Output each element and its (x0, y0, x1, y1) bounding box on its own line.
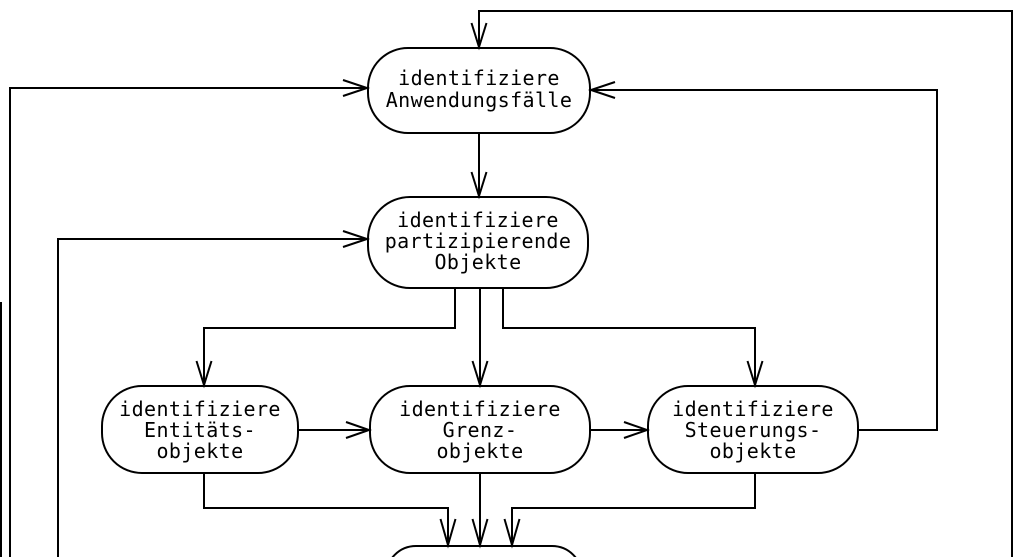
node-identify-use-cases: identifiziere Anwendungsfälle (367, 47, 591, 134)
node-label-line: objekte (436, 439, 523, 463)
node-label-line: Anwendungsfälle (386, 88, 573, 112)
edge-participating-to-boundary (471, 289, 489, 389)
edge-entity-to-bottom (203, 474, 457, 549)
node-label-line: Steuerungs- (685, 418, 822, 442)
node-label-line: Grenz- (443, 418, 518, 442)
node-label-line: Objekte (434, 250, 521, 274)
edge-entity-to-boundary (298, 421, 373, 439)
edge-left-outer-loop (9, 79, 371, 557)
node-identify-control-objects: identifiziere Steuerungs- objekte (647, 385, 859, 474)
node-label-line: objekte (156, 439, 243, 463)
edge-participating-to-control (502, 289, 764, 389)
node-label-line: identifiziere (398, 66, 560, 90)
node-label-line: identifiziere (672, 397, 834, 421)
node-label-line: Entitäts- (144, 418, 256, 442)
node-bottom-partial (391, 545, 577, 557)
edge-use-cases-to-participating (470, 134, 488, 200)
edge-control-to-use-cases (587, 81, 938, 431)
node-identify-boundary-objects: identifiziere Grenz- objekte (369, 385, 591, 474)
node-label-line: partizipierende (385, 229, 572, 253)
node-identify-entity-objects: identifiziere Entitäts- objekte (101, 385, 299, 474)
edge-boundary-to-control (591, 421, 651, 439)
node-label-line: identifiziere (119, 397, 281, 421)
edge-boundary-to-bottom (471, 474, 489, 549)
node-identify-participating-objects: identifiziere partizipierende Objekte (367, 196, 589, 289)
node-label-line: objekte (709, 439, 796, 463)
node-label-line: identifiziere (399, 397, 561, 421)
edge-control-to-bottom (503, 474, 756, 549)
node-label-line: identifiziere (397, 208, 559, 232)
edge-participating-to-entity (195, 289, 456, 389)
